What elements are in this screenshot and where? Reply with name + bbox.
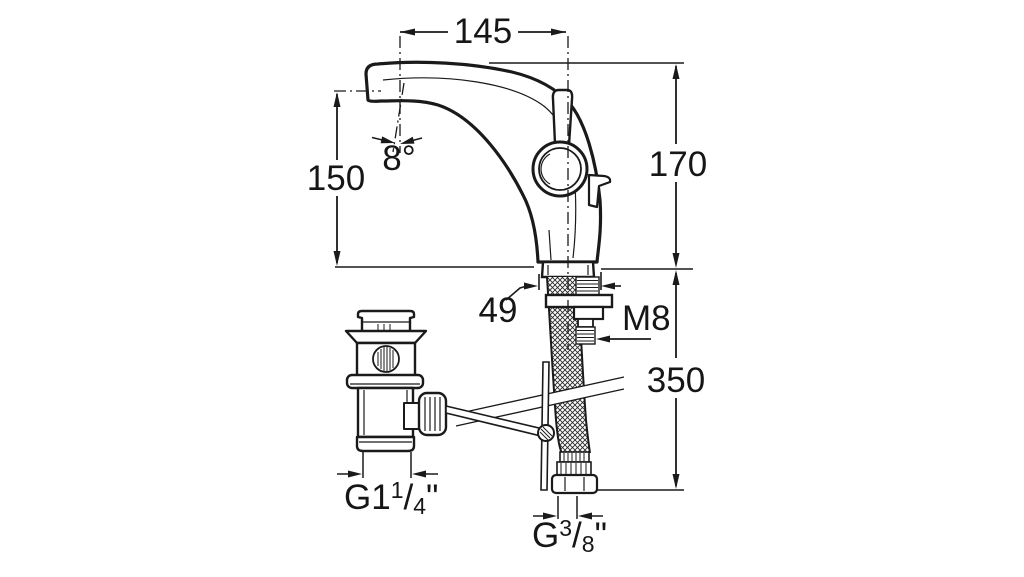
drain-overflow-hole (372, 345, 400, 373)
label-8deg: 8° (382, 139, 415, 178)
handle-stem (551, 88, 574, 146)
side-tab (587, 173, 612, 209)
mounting-flange (544, 293, 614, 321)
angle-axis (392, 82, 405, 153)
waste-thread-end (355, 435, 416, 453)
dim-angle-8 (371, 136, 423, 144)
dim-350 (672, 270, 680, 489)
label-150: 150 (307, 159, 365, 198)
dim-170 (672, 64, 680, 268)
dim-49 (505, 272, 621, 301)
centerlines (334, 36, 569, 350)
m8-stud (575, 318, 596, 345)
dim-145 (400, 28, 566, 36)
rod-knurled-nut (417, 391, 448, 437)
label-49: 49 (479, 291, 518, 330)
handle-ring (531, 140, 589, 198)
mounting-base (540, 260, 596, 279)
dim-g3-8 (533, 496, 603, 520)
dim-g1-1-4 (337, 452, 438, 478)
label-170: 170 (649, 145, 707, 184)
pop-up-waste (344, 309, 448, 453)
dim-150 (333, 92, 341, 266)
label-g1-1-4: G11/4" (344, 477, 438, 519)
reference-lines (335, 62, 693, 491)
mounting-shank-thread (575, 276, 600, 296)
label-350: 350 (647, 361, 705, 400)
label-145: 145 (454, 12, 512, 51)
label-m8: M8 (622, 299, 671, 338)
dim-m8 (596, 335, 651, 343)
rod-clamp (537, 424, 555, 442)
hose-end-fitting (550, 451, 599, 495)
label-g3-8: G3/8" (532, 515, 607, 557)
